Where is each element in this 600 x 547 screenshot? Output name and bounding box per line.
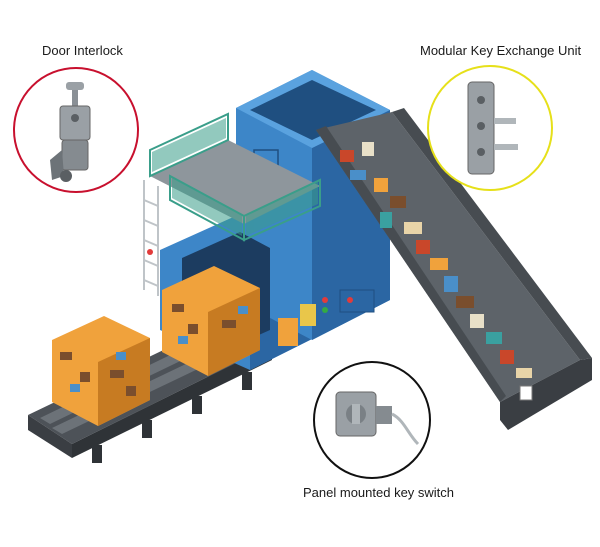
modular-key-exchange-callout bbox=[427, 65, 553, 191]
door-interlock-callout bbox=[13, 67, 139, 193]
door-interlock-label: Door Interlock bbox=[42, 43, 123, 58]
bale-front bbox=[52, 316, 150, 426]
key-exchange-unit-icon bbox=[467, 81, 518, 175]
waste-material bbox=[340, 142, 533, 401]
key-switch-icon bbox=[335, 391, 420, 446]
access-platform bbox=[143, 112, 321, 296]
bale-rear bbox=[162, 266, 260, 376]
door-interlock-icon bbox=[50, 82, 91, 182]
panel-key-switch-callout bbox=[313, 361, 431, 479]
modular-key-exchange-label: Modular Key Exchange Unit bbox=[420, 43, 582, 58]
panel-key-switch-label: Panel mounted key switch bbox=[303, 485, 455, 500]
